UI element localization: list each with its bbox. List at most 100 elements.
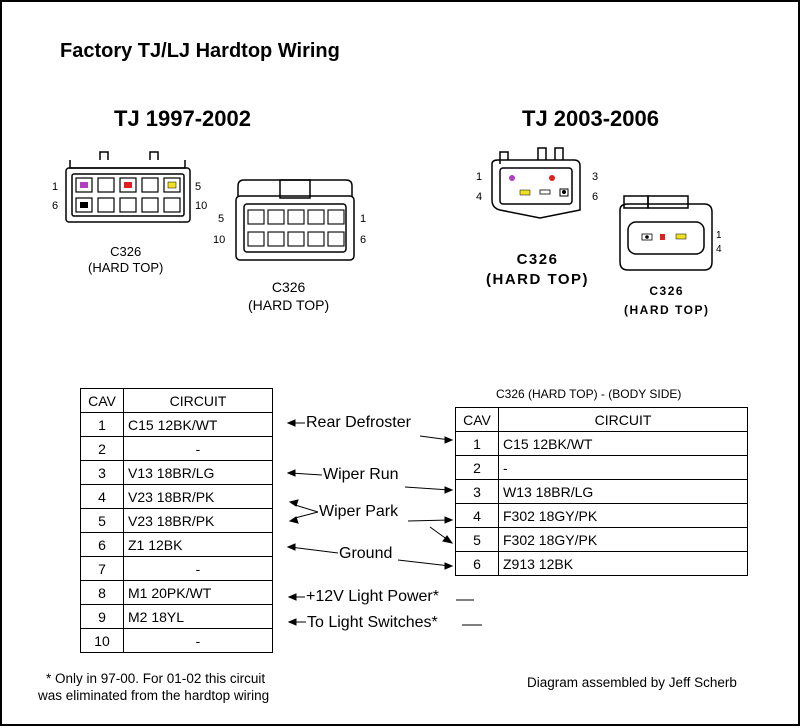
circuit-cell: - [123, 628, 273, 653]
credit: Diagram assembled by Jeff Scherb [527, 675, 737, 690]
wire-red-marker [549, 175, 555, 181]
cav-cell: 10 [80, 628, 124, 653]
circuit-cell: F302 18GY/PK [498, 527, 748, 552]
cav-cell: 6 [80, 532, 124, 557]
connector-1997-b-label: C326 (HARD TOP) [248, 278, 329, 314]
circuit-cell: V23 18BR/PK [123, 508, 273, 533]
wire-purple-marker [509, 175, 515, 181]
connector-2003-b [619, 195, 713, 271]
link-label-light-power: +12V Light Power* [305, 588, 440, 606]
page-title: Factory TJ/LJ Hardtop Wiring [60, 40, 340, 62]
circuit-cell: C15 12BK/WT [123, 412, 273, 437]
connector-sub: (HARD TOP) [248, 297, 330, 313]
table-row: 10- [80, 628, 273, 653]
cav-cell: 3 [455, 479, 499, 504]
pin-label: 6 [52, 200, 58, 212]
pin-label: 1 [360, 213, 366, 225]
circuit-cell: - [123, 556, 273, 581]
pin-label: 4 [716, 244, 722, 255]
cav-cell: 6 [455, 551, 499, 576]
link-label-wiper-park: Wiper Park [318, 503, 400, 521]
connector-1997-a [65, 151, 191, 223]
cav-cell: 5 [455, 527, 499, 552]
connector-1997-b [235, 179, 355, 261]
wire-yellow-marker [675, 233, 687, 240]
connector-sub: (HARD TOP) [486, 271, 590, 288]
cav-cell: 1 [455, 431, 499, 456]
footnote: * Only in 97-00. For 01-02 this circuit … [38, 670, 269, 704]
table-row: 7- [80, 556, 273, 581]
circuit-cell: Z913 12BK [498, 551, 748, 576]
link-label-light-switches: To Light Switches* [306, 614, 439, 632]
cav-cell: 5 [80, 508, 124, 533]
table-header-circuit: CIRCUIT [123, 388, 273, 413]
pin-label: 10 [213, 234, 225, 246]
table-header-row: CAV CIRCUIT [80, 388, 273, 413]
connector-1997-a-label: C326 (HARD TOP) [88, 244, 163, 276]
cav-cell: 4 [80, 484, 124, 509]
table-header-cav: CAV [455, 407, 499, 432]
connector-name: C326 [110, 244, 142, 259]
connector-1997-a-cavities [75, 177, 181, 213]
pin-label: 3 [592, 171, 598, 183]
pin-label: 5 [195, 181, 201, 193]
connector-2003-b-label: C326 (HARD TOP) [624, 282, 709, 320]
link-label-wiper-run: Wiper Run [322, 466, 400, 484]
table-header-circuit: CIRCUIT [498, 407, 748, 432]
table-row: 2- [80, 436, 273, 461]
pin-label: 6 [592, 191, 598, 203]
circuit-cell: M2 18YL [123, 604, 273, 629]
pin-label: 1 [52, 181, 58, 193]
pin-label: 6 [360, 234, 366, 246]
link-arrows [286, 419, 482, 626]
cav-cell: 4 [455, 503, 499, 528]
cav-cell: 2 [80, 436, 124, 461]
footnote-line-1: * Only in 97-00. For 01-02 this circuit [46, 671, 266, 686]
footnote-line-2: was eliminated from the hardtop wiring [38, 688, 270, 703]
circuit-cell: - [123, 436, 273, 461]
circuit-cell: F302 18GY/PK [498, 503, 748, 528]
wire-purple-marker [80, 182, 88, 188]
body-side-caption: C326 (HARD TOP) - (BODY SIDE) [496, 387, 682, 401]
pin-label: 10 [195, 200, 207, 212]
connector-name: C326 [516, 251, 559, 268]
table-header-cav: CAV [80, 388, 124, 413]
cav-cell: 8 [80, 580, 124, 605]
circuit-cell: C15 12BK/WT [498, 431, 748, 456]
cav-cell: 7 [80, 556, 124, 581]
link-label-ground: Ground [338, 545, 394, 563]
section-title-1997-2002: TJ 1997-2002 [114, 106, 251, 131]
circuit-cell: M1 20PK/WT [123, 580, 273, 605]
cav-cell: 9 [80, 604, 124, 629]
pin-label: 4 [476, 191, 482, 203]
cav-cell: 2 [455, 455, 499, 480]
connector-name: C326 [271, 279, 306, 295]
section-title-2003-2006: TJ 2003-2006 [522, 106, 659, 131]
table-row: 2- [455, 455, 748, 480]
connector-2003-a [491, 147, 581, 219]
cav-cell: 3 [80, 460, 124, 485]
circuit-cell: Z1 12BK [123, 532, 273, 557]
link-label-rear-defroster: Rear Defroster [305, 414, 412, 432]
wire-black-marker [80, 202, 88, 208]
wire-red-marker [124, 182, 132, 188]
cav-cell: 1 [80, 412, 124, 437]
circuit-cell: - [498, 455, 748, 480]
pin-label: 5 [218, 213, 224, 225]
table-header-row: CAV CIRCUIT [455, 407, 748, 432]
circuit-cell: V13 18BR/LG [123, 460, 273, 485]
circuit-cell: V23 18BR/PK [123, 484, 273, 509]
connector-sub: (HARD TOP) [624, 303, 710, 317]
